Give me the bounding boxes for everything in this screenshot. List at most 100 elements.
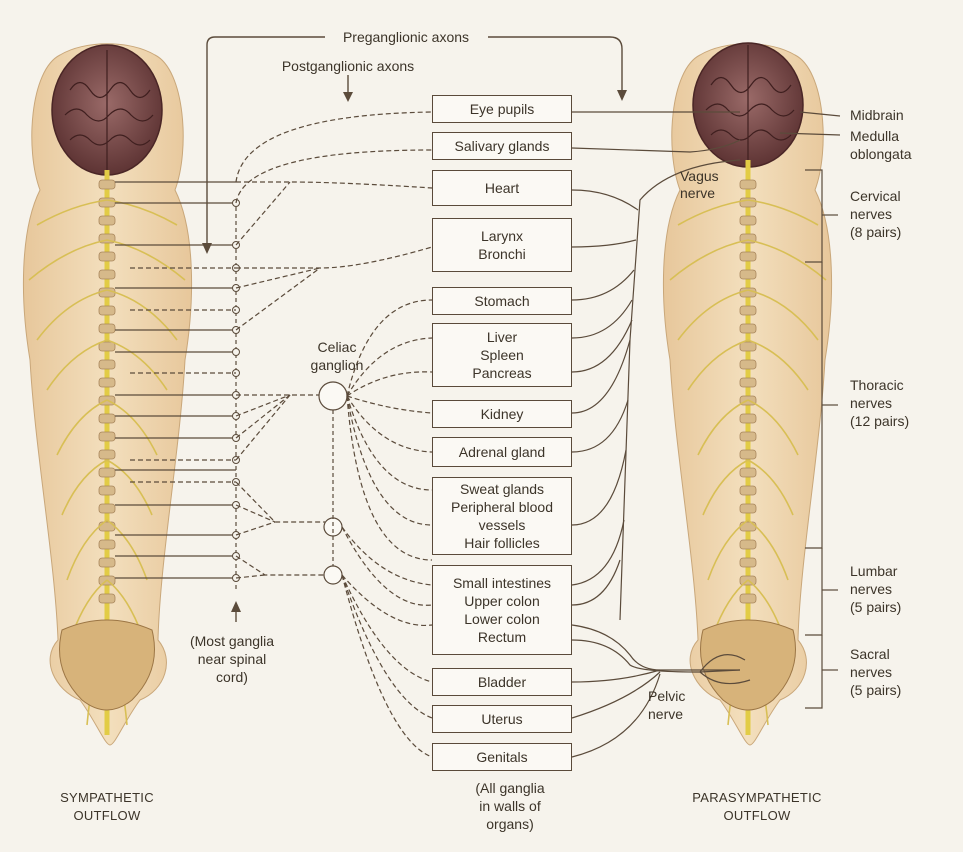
vagus-main: [619, 159, 741, 621]
ganglia-near-cord-note: (Most ganglia near spinal cord): [190, 632, 274, 686]
organ-line: Small intestines: [452, 575, 552, 591]
ganglia-note-arrowhead: [231, 601, 241, 612]
lumbar-nerves-label: Lumbar nerves (5 pairs): [850, 562, 901, 616]
inferior-mesenteric-ganglion: [323, 565, 343, 585]
sympathetic-postganglionic-lines: [130, 111, 433, 579]
organ-heart: Heart: [432, 170, 572, 206]
organ-salivary-glands: Salivary glands: [432, 132, 572, 160]
sacral-line-1: Sacral: [850, 646, 890, 662]
collateral-ganglia: [318, 381, 348, 585]
sympathetic-preganglionic-lines: [115, 181, 236, 579]
pelvic-nerve-label: Pelvic nerve: [648, 687, 685, 723]
organ-adrenal-gland: Adrenal gland: [432, 437, 572, 467]
organ-stomach: Stomach: [432, 287, 572, 315]
pelvic-main: [571, 624, 740, 671]
left-brain-folds: [64, 50, 154, 170]
vagus-nerve-label: Vagus nerve: [680, 168, 719, 202]
parasympathetic-lines: [571, 111, 751, 758]
organ-line: Stomach: [474, 293, 530, 309]
organ-line: Heart: [484, 180, 520, 196]
midbrain-label: Midbrain: [850, 107, 904, 123]
medulla-line-2: oblongata: [850, 146, 912, 162]
preganglionic-arrow-right: [488, 36, 623, 92]
organ-line: Eye pupils: [469, 101, 535, 117]
parasympathetic-outflow-label: PARASYMPATHETIC OUTFLOW: [692, 789, 821, 825]
organ-line: Upper colon: [464, 593, 540, 609]
organ-line: Bladder: [477, 674, 527, 690]
celiac-line-1: Celiac: [317, 339, 357, 355]
preganglionic-axons-label: Preganglionic axons: [342, 29, 470, 45]
organ-sweat-glands-vessels-hair: Sweat glands Peripheral blood vessels Ha…: [432, 477, 572, 555]
medulla-oblongata-label: Medulla oblongata: [850, 127, 912, 163]
right-brackets: [779, 111, 841, 709]
preganglionic-arrowhead-left: [202, 243, 212, 254]
sacral-line-2: nerves: [850, 664, 893, 680]
cervical-bracket: [805, 169, 823, 263]
bottom-note-line-2: in walls of: [479, 798, 541, 814]
vagus-line-1: Vagus: [680, 168, 719, 184]
lumbar-bracket: [805, 548, 823, 636]
organ-line: Lower colon: [464, 611, 540, 627]
sympathetic-figure: [22, 43, 193, 746]
organ-line: Sweat glands: [459, 481, 545, 497]
outflow-line-1: SYMPATHETIC: [60, 790, 154, 805]
cervical-line-3: (8 pairs): [850, 224, 902, 240]
postganglionic-arrowhead: [343, 92, 353, 102]
thoracic-line-2: nerves: [850, 395, 893, 411]
cervical-line-2: nerves: [850, 206, 893, 222]
organ-eye-pupils: Eye pupils: [432, 95, 572, 123]
left-sacrum: [59, 619, 155, 711]
right-sacrum: [700, 619, 796, 711]
organ-line: Hair follicles: [464, 535, 540, 551]
postganglionic-axons-label: Postganglionic axons: [281, 58, 415, 74]
pelvic-line-2: nerve: [648, 706, 684, 722]
organ-line: Rectum: [477, 629, 527, 645]
preganglionic-arrowhead-right: [617, 90, 627, 101]
organ-kidney: Kidney: [432, 400, 572, 428]
note-line-2: near spinal: [197, 651, 267, 667]
para-outflow-line-2: OUTFLOW: [723, 808, 791, 823]
lumbar-line-3: (5 pairs): [850, 599, 902, 615]
organ-line: Spleen: [480, 347, 524, 363]
organ-liver-spleen-pancreas: Liver Spleen Pancreas: [432, 323, 572, 387]
celiac-line-2: ganglion: [310, 357, 364, 373]
organ-intestines-colon-rectum: Small intestines Upper colon Lower colon…: [432, 565, 572, 655]
organ-line: Genitals: [476, 749, 528, 765]
sympathetic-outflow-label: SYMPATHETIC OUTFLOW: [60, 789, 154, 825]
bottom-note-line-1: (All ganglia: [475, 780, 545, 796]
thoracic-nerves-label: Thoracic nerves (12 pairs): [850, 376, 909, 430]
organ-line: Bronchi: [478, 246, 526, 262]
para-outflow-line-1: PARASYMPATHETIC: [692, 790, 822, 805]
organ-line: Peripheral blood: [451, 499, 553, 515]
parasympathetic-figure: [662, 42, 833, 746]
organ-line: Liver: [486, 329, 518, 345]
organ-larynx-bronchi: Larynx Bronchi: [432, 218, 572, 272]
ganglia-in-organ-walls-note: (All ganglia in walls of organs): [475, 779, 544, 833]
sacral-nerves-label: Sacral nerves (5 pairs): [850, 645, 901, 699]
thoracic-line-1: Thoracic: [850, 377, 904, 393]
organ-line: Uterus: [481, 711, 523, 727]
organ-genitals: Genitals: [432, 743, 572, 771]
pelvic-line-1: Pelvic: [648, 688, 686, 704]
organ-line: Pancreas: [472, 365, 532, 381]
lumbar-line-1: Lumbar: [850, 563, 898, 579]
organ-line: Kidney: [480, 406, 524, 422]
outflow-line-2: OUTFLOW: [73, 808, 141, 823]
sacral-line-3: (5 pairs): [850, 682, 902, 698]
collateral-postganglionic-lines: [341, 299, 433, 758]
vagus-line-2: nerve: [680, 185, 716, 201]
celiac-ganglion: [318, 381, 348, 411]
cervical-nerves-label: Cervical nerves (8 pairs): [850, 187, 901, 241]
celiac-ganglion-label: Celiac ganglion: [311, 338, 364, 374]
note-line-1: (Most ganglia: [189, 633, 275, 649]
lumbar-line-2: nerves: [850, 581, 893, 597]
note-line-3: cord): [216, 669, 248, 685]
organ-uterus: Uterus: [432, 705, 572, 733]
left-vertebrae: [98, 179, 116, 604]
medulla-line-1: Medulla: [850, 128, 900, 144]
top-arrows: [202, 36, 627, 622]
organ-line: Adrenal gland: [458, 444, 546, 460]
thoracic-line-3: (12 pairs): [850, 413, 910, 429]
